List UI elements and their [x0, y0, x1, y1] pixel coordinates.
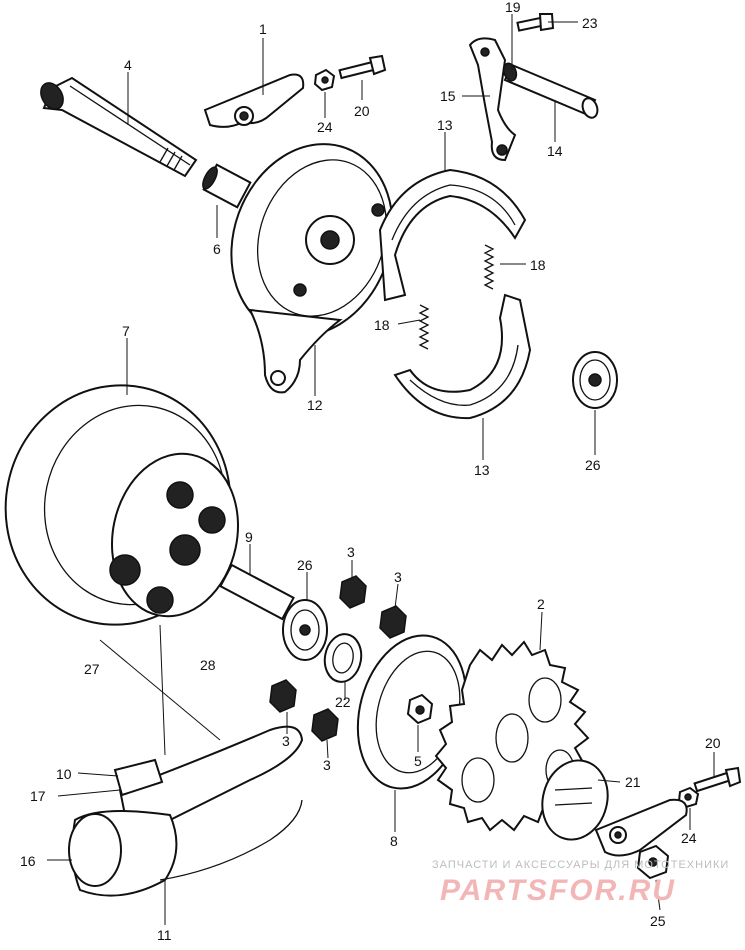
lever-bolt [516, 13, 555, 32]
callout-3: 3 [323, 757, 331, 773]
callout-9: 9 [245, 529, 253, 545]
rear-axle [40, 76, 198, 178]
callout-15: 15 [440, 88, 456, 104]
brake-cam-shaft [502, 62, 599, 119]
callout-11: 11 [157, 927, 172, 943]
callout-3: 3 [282, 733, 290, 749]
callout-24: 24 [681, 830, 697, 846]
sprocket-nut-4 [311, 708, 339, 742]
watermark-tagline: ЗАПЧАСТИ И АКСЕССУАРЫ ДЛЯ МОТОТЕХНИКИ [432, 859, 729, 871]
axle-spacer-collar [202, 163, 252, 209]
callout-2: 2 [537, 596, 545, 612]
callout-24: 24 [317, 119, 333, 135]
brake-shoe-spring-right [483, 244, 495, 290]
callout-7: 7 [122, 323, 130, 339]
axle-nut [636, 844, 670, 880]
sprocket-nut-1 [339, 575, 367, 609]
callout-14: 14 [547, 143, 563, 159]
bolt-lower [693, 766, 742, 793]
brake-shoe-spring-left [418, 304, 430, 350]
brake-cam-lever [468, 37, 517, 162]
callout-4: 4 [124, 57, 132, 73]
callout-20: 20 [705, 735, 721, 751]
callout-8: 8 [390, 833, 398, 849]
wheel-rim-section [68, 624, 304, 897]
callout-22: 22 [335, 694, 351, 710]
callout-27: 27 [84, 661, 100, 677]
rear-wheel-hub [4, 384, 239, 626]
callout-26: 26 [585, 457, 601, 473]
torque-arm [203, 73, 305, 128]
watermark-brand: PARTSFOR.RU [440, 874, 676, 907]
brake-panel [230, 143, 394, 394]
callout-23: 23 [582, 15, 598, 31]
chain-adjuster-plate [594, 798, 688, 857]
nut-top [313, 68, 336, 92]
sprocket-nut-3 [269, 679, 297, 713]
callout-28: 28 [200, 657, 216, 673]
leader-lines [47, 14, 715, 925]
callout-13: 13 [474, 462, 490, 478]
oil-seal [323, 633, 363, 683]
sprocket-lock-plate [541, 759, 609, 841]
callout-labels: 1 19 23 4 15 20 24 13 14 6 18 18 7 12 13… [20, 0, 721, 943]
callout-25: 25 [650, 913, 666, 929]
brake-shoe-upper [378, 168, 527, 302]
watermark: ЗАПЧАСТИ И АКСЕССУАРЫ ДЛЯ МОТОТЕХНИКИ PA… [432, 859, 729, 907]
callout-13: 13 [437, 117, 453, 133]
wheel-bearing-right [572, 351, 618, 409]
callout-26: 26 [297, 557, 313, 573]
brake-shoe-lower [393, 293, 532, 420]
callout-1: 1 [259, 21, 267, 37]
callout-3: 3 [347, 544, 355, 560]
wheel-bearing-center [282, 599, 328, 661]
callout-17: 17 [30, 788, 46, 804]
callout-20: 20 [354, 103, 370, 119]
callout-10: 10 [56, 766, 72, 782]
hub-distance-collar [219, 563, 295, 621]
bolt-top [338, 54, 387, 80]
sprocket-nut-2 [379, 605, 407, 639]
callout-18: 18 [530, 257, 546, 273]
callout-5: 5 [414, 753, 422, 769]
callout-12: 12 [307, 397, 323, 413]
callout-6: 6 [213, 241, 221, 257]
callout-18: 18 [374, 317, 390, 333]
callout-3: 3 [394, 569, 402, 585]
callout-16: 16 [20, 853, 36, 869]
callout-21: 21 [625, 774, 641, 790]
callout-19: 19 [505, 0, 521, 15]
